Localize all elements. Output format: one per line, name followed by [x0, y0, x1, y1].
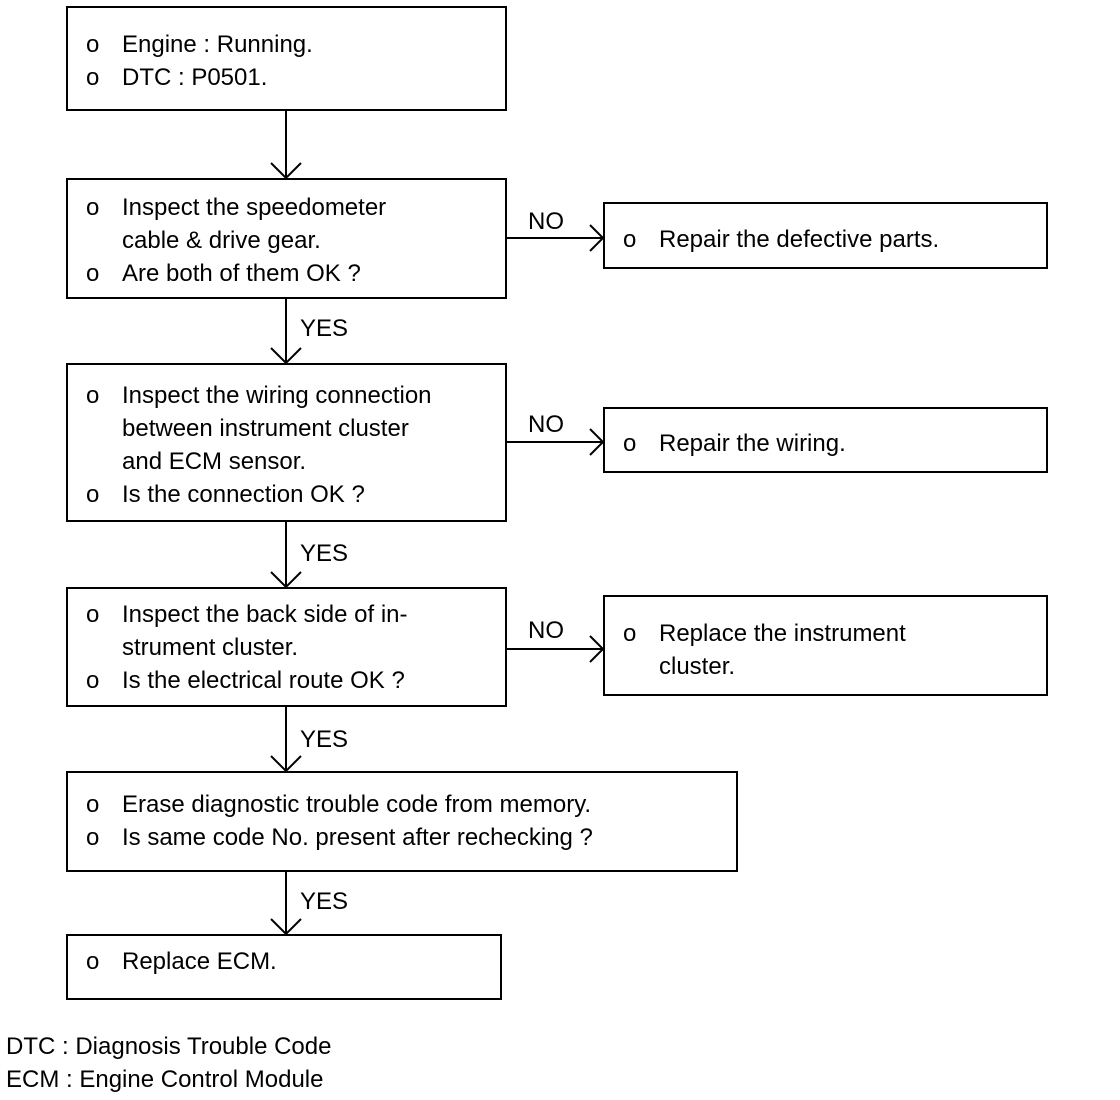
bullet: o [86, 382, 100, 409]
box-line: o Repair the wiring. [605, 428, 846, 461]
bullet: o [86, 481, 100, 508]
bullet: o [86, 260, 100, 287]
replace-ecm-box: o Replace ECM. [66, 934, 502, 1000]
edge-label-no: NO [528, 411, 564, 438]
box-line: o Inspect the back side of in- [68, 599, 408, 632]
bullet: o [86, 948, 100, 975]
box-text: and ECM sensor. [122, 448, 307, 475]
bullet: o [86, 601, 100, 628]
box-text: Inspect the back side of in- [122, 601, 408, 628]
repair-wiring-box: o Repair the wiring. [603, 407, 1048, 473]
backside-check-box: o Inspect the back side of in- strument … [66, 587, 507, 707]
box-text: Inspect the wiring connection [122, 382, 432, 409]
speedometer-check-box: o Inspect the speedometer cable & drive … [66, 178, 507, 299]
box-text: Repair the defective parts. [659, 226, 940, 253]
box-text: cable & drive gear. [122, 227, 321, 254]
edge-label-no: NO [528, 617, 564, 644]
edge-label-yes: YES [300, 315, 349, 342]
edge-label-yes: YES [300, 888, 349, 915]
box-line: o Inspect the speedometer [68, 192, 386, 225]
edge-label-yes: YES [300, 726, 349, 753]
box-line: cable & drive gear. [68, 225, 321, 258]
box-text: cluster. [659, 653, 736, 680]
legend-dtc: DTC : Diagnosis Trouble Code [6, 1033, 332, 1060]
bullet: o [86, 791, 100, 818]
bullet: o [86, 31, 100, 58]
wiring-check-box: o Inspect the wiring connection between … [66, 363, 507, 522]
box-text: Replace the instrument [659, 620, 906, 647]
box-text: Engine : Running. [122, 31, 313, 58]
box-line: and ECM sensor. [68, 446, 306, 479]
box-text: DTC : P0501. [122, 64, 268, 91]
bullet: o [623, 226, 637, 253]
bullet: o [623, 430, 637, 457]
box-line: strument cluster. [68, 632, 298, 665]
bullet [68, 413, 122, 446]
bullet: o [86, 824, 100, 851]
box-text: strument cluster. [122, 634, 299, 661]
box-line: o DTC : P0501. [68, 62, 267, 95]
box-text: Is the connection OK ? [122, 481, 365, 508]
bullet [68, 225, 122, 258]
bullet [68, 446, 122, 479]
legend-ecm: ECM : Engine Control Module [6, 1066, 324, 1093]
box-text: Inspect the speedometer [122, 194, 387, 221]
box-line: o Replace ECM. [68, 946, 277, 979]
box-text: between instrument cluster [122, 415, 409, 442]
box-line: o Replace the instrument [605, 618, 906, 651]
replace-cluster-box: o Replace the instrument cluster. [603, 595, 1048, 696]
box-text: Erase diagnostic trouble code from memor… [122, 791, 592, 818]
erase-dtc-box: o Erase diagnostic trouble code from mem… [66, 771, 738, 872]
start-box: o Engine : Running. o DTC : P0501. [66, 6, 507, 111]
box-line: o Erase diagnostic trouble code from mem… [68, 789, 591, 822]
box-text: Replace ECM. [122, 948, 277, 975]
box-line: o Engine : Running. [68, 29, 313, 62]
bullet: o [86, 64, 100, 91]
box-line: between instrument cluster [68, 413, 409, 446]
edge-label-yes: YES [300, 540, 349, 567]
bullet: o [86, 194, 100, 221]
box-line: o Are both of them OK ? [68, 258, 361, 291]
box-line: o Inspect the wiring connection [68, 380, 432, 413]
box-line: o Repair the defective parts. [605, 224, 939, 257]
box-line: o Is the connection OK ? [68, 479, 365, 512]
box-text: Is same code No. present after recheckin… [122, 824, 593, 851]
box-text: Repair the wiring. [659, 430, 846, 457]
bullet: o [86, 667, 100, 694]
box-text: Are both of them OK ? [122, 260, 361, 287]
bullet [605, 651, 659, 684]
box-line: o Is same code No. present after recheck… [68, 822, 593, 855]
bullet [68, 632, 122, 665]
bullet: o [623, 620, 637, 647]
repair-parts-box: o Repair the defective parts. [603, 202, 1048, 269]
box-line: o Is the electrical route OK ? [68, 665, 405, 698]
box-text: Is the electrical route OK ? [122, 667, 405, 694]
box-line: cluster. [605, 651, 735, 684]
edge-label-no: NO [528, 208, 564, 235]
